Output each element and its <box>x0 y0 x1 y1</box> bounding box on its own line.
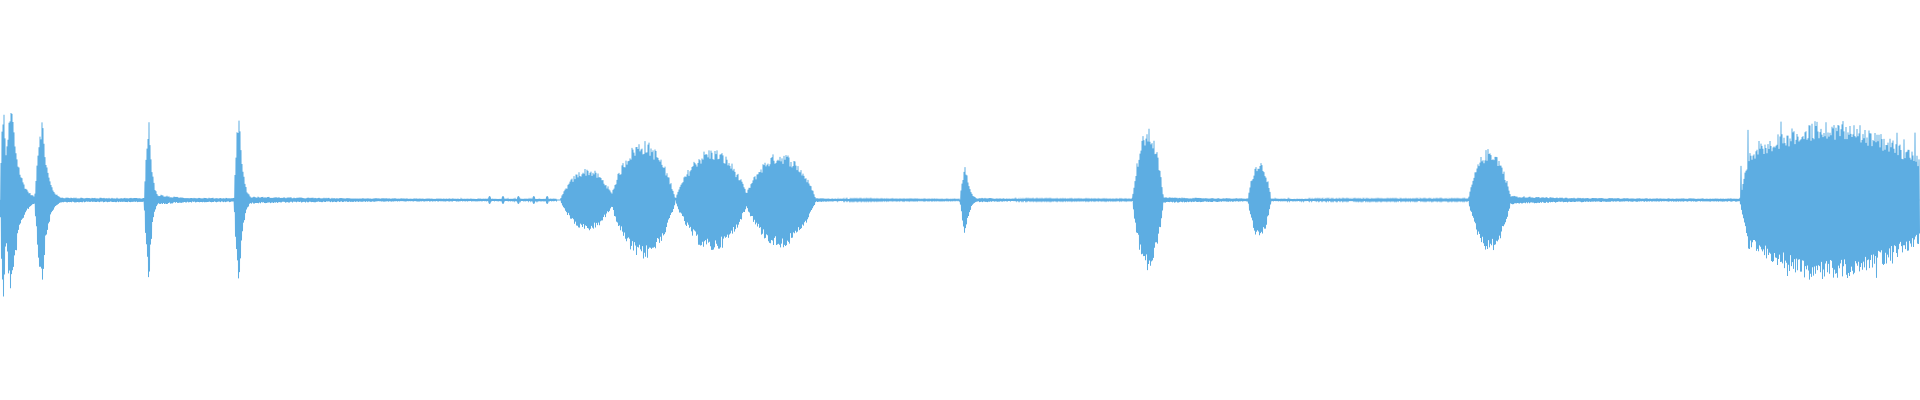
waveform-dot <box>501 196 505 204</box>
waveform-dot <box>516 196 520 204</box>
waveform-dots <box>488 196 549 204</box>
waveform-dot <box>488 196 492 204</box>
waveform-dot <box>532 196 536 204</box>
waveform-trace <box>0 113 1920 297</box>
waveform-dot <box>545 196 549 204</box>
